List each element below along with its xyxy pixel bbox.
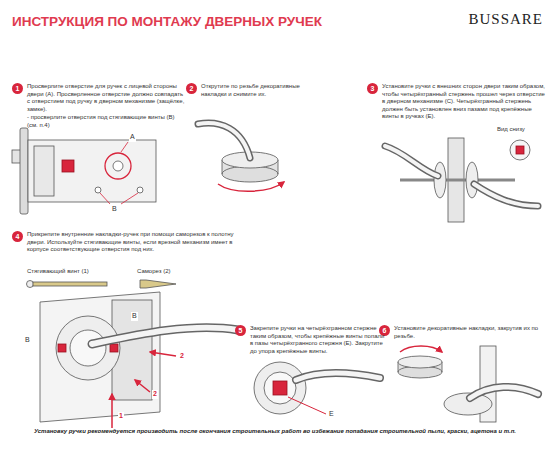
rosette-unscrew — [198, 123, 284, 191]
title: ИНСТРУКЦИЯ ПО МОНТАЖУ ДВЕРНЫХ РУЧЕК — [12, 14, 322, 31]
step-text: Установите декоративные накладки, закрут… — [394, 325, 542, 340]
rosette-unscrew-part — [198, 123, 250, 158]
handles-on-door-part — [434, 162, 446, 198]
handles-on-door-part — [385, 146, 438, 176]
handles-on-door-part — [474, 184, 538, 206]
step-number: 2 — [190, 85, 194, 92]
lock-mechanism — [12, 128, 156, 214]
callout-number: 1 — [118, 412, 124, 421]
exploded-view-part — [27, 281, 34, 288]
part-letter: Е — [328, 410, 335, 419]
handles-on-door-part — [474, 184, 538, 206]
part-name: Саморез (2) — [136, 268, 172, 276]
decorative-cover-part — [470, 387, 538, 398]
exploded-view-part — [58, 344, 66, 352]
part-letter: В — [24, 336, 31, 345]
lock-mechanism-part — [20, 128, 28, 214]
handles-on-door — [385, 138, 538, 222]
part-letter: В — [131, 312, 138, 321]
exploded-view-part — [92, 328, 238, 344]
exploded-view-part — [140, 280, 176, 288]
rosette-unscrew-part — [222, 160, 223, 174]
decorative-cover-part — [470, 387, 538, 398]
handle-fixing-part — [296, 373, 380, 380]
decorative-cover-part — [398, 356, 442, 368]
decorative-cover-part — [400, 346, 442, 352]
step-text: Закрепите ручки на четырёхгранном стержн… — [250, 325, 388, 355]
rosette-unscrew-part — [218, 182, 284, 191]
step-number: 1 — [16, 85, 20, 92]
handles-on-door-part — [516, 146, 524, 154]
part-letter: В — [111, 205, 118, 214]
callout-number: 2 — [179, 352, 185, 361]
handle-fixing-part — [273, 381, 287, 395]
brand-logo: BUSSARE — [448, 10, 543, 29]
lock-mechanism-part — [34, 146, 54, 196]
exploded-view-part — [150, 352, 176, 356]
exploded-view-part — [135, 380, 150, 392]
lock-mechanism-part — [95, 187, 101, 193]
handle-fixing-part — [288, 397, 326, 414]
exploded-view — [27, 280, 239, 428]
step-text: Просверлите отверстие для ручек с лицево… — [27, 83, 185, 113]
lock-mechanism-part — [121, 142, 128, 152]
step-number-circle: 4 — [12, 231, 23, 242]
exploded-view-part — [110, 344, 118, 352]
step-note: - просверлите отверстия под стягивающие … — [27, 114, 185, 129]
step-number-circle: 2 — [186, 83, 197, 94]
step-number-circle: 1 — [12, 83, 23, 94]
exploded-view-part — [56, 316, 120, 380]
lock-mechanism-part — [100, 193, 110, 204]
lock-mechanism-part — [62, 160, 74, 172]
lock-mechanism-part — [28, 140, 156, 202]
part-name: Стягивающий винт (1) — [26, 268, 90, 276]
exploded-view-part — [92, 328, 238, 344]
step-text: Установите ручки с внешних сторон двери … — [382, 83, 545, 121]
rosette-unscrew-part — [278, 160, 279, 174]
step-text: Открутите по резьбе декоративные накладк… — [201, 83, 306, 98]
decorative-cover — [398, 346, 538, 422]
handles-on-door-part — [385, 146, 438, 176]
exploded-view-part — [40, 292, 160, 422]
handles-on-door-part — [510, 140, 530, 160]
step-number: 4 — [16, 233, 20, 240]
handles-on-door-part — [400, 179, 515, 182]
bottom-note: Установку ручки рекомендуется производит… — [15, 428, 535, 436]
callout-number: 2 — [152, 390, 158, 399]
exploded-view-part — [70, 330, 106, 366]
lock-mechanism-part — [137, 187, 143, 193]
exploded-view-part — [33, 282, 107, 286]
step-number-circle: 3 — [367, 83, 378, 94]
lock-mechanism-part — [105, 153, 131, 179]
handle-fixing-part — [296, 373, 380, 380]
step-text: Прикрепите внутренние накладки-ручек при… — [27, 231, 245, 254]
step-number: 3 — [371, 85, 375, 92]
handle-fixing-part — [254, 362, 306, 414]
step-number-circle: 5 — [235, 325, 246, 336]
handle-fixing-part — [264, 372, 296, 404]
handle-fixing — [254, 362, 380, 414]
rosette-unscrew-part — [198, 123, 250, 158]
part-letter: А — [129, 133, 136, 142]
lock-mechanism-part — [113, 161, 123, 171]
exploded-view-part — [111, 394, 113, 428]
step-number: 5 — [239, 327, 243, 334]
view-caption: Вид снизу — [496, 126, 526, 134]
handles-on-door-part — [466, 162, 478, 198]
lock-mechanism-part — [121, 193, 138, 204]
